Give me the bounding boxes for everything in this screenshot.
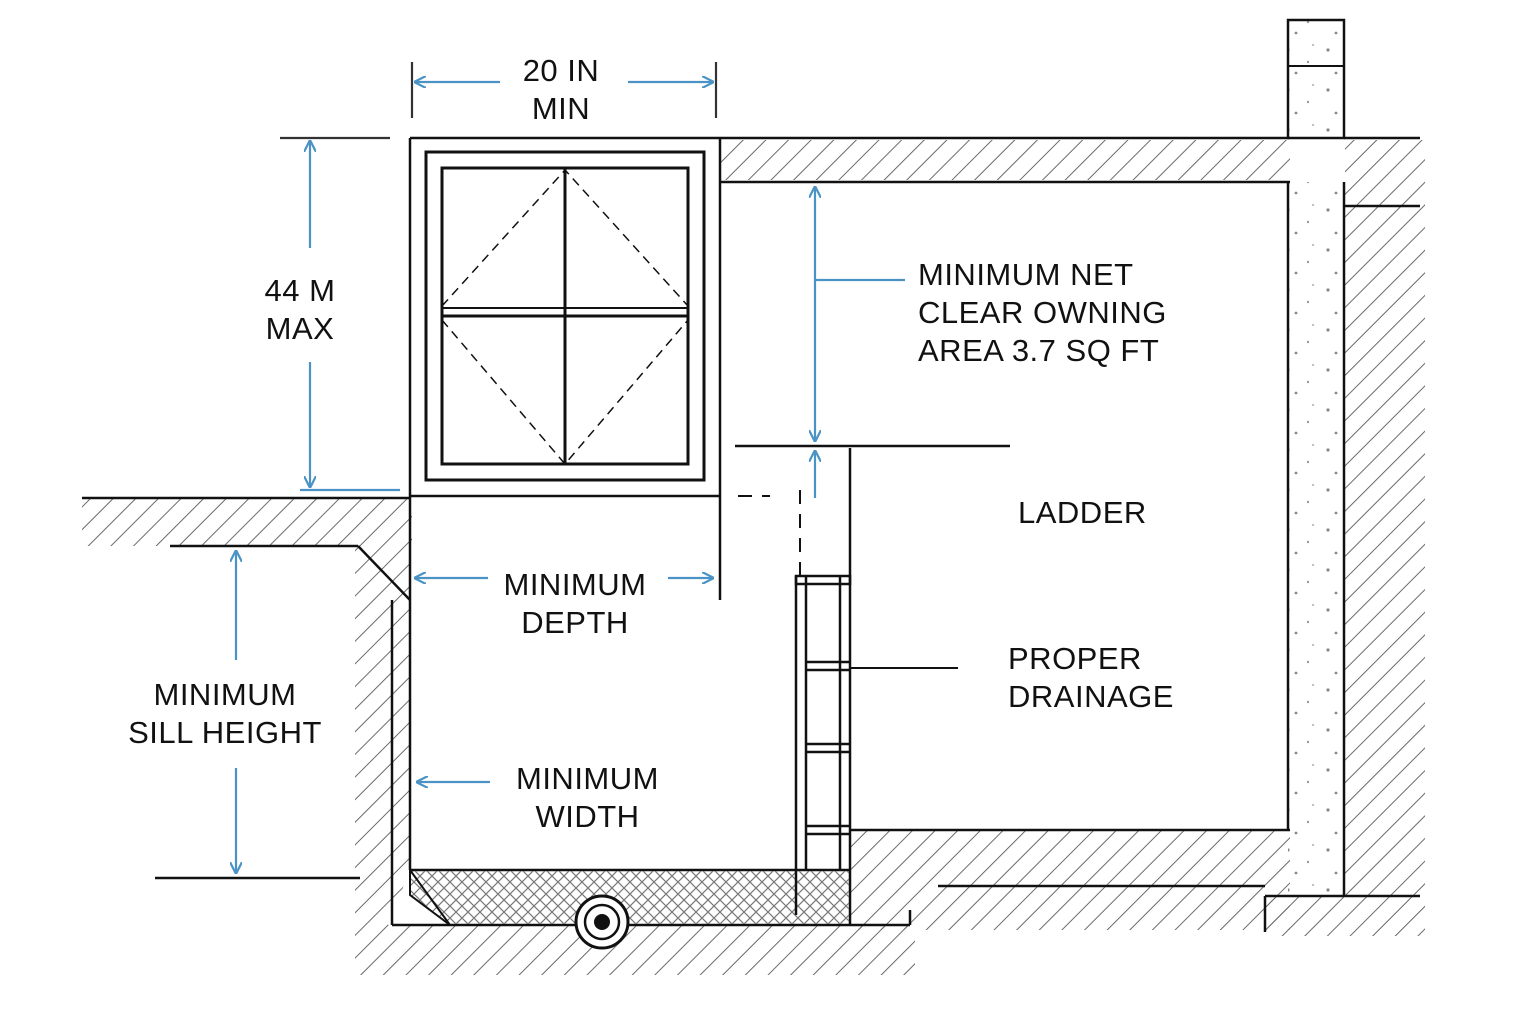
minimum-width-label: MINIMUM WIDTH [500, 760, 675, 836]
width-dimension-label: 20 IN MIN [496, 52, 626, 128]
concrete-wall [1286, 18, 1346, 896]
net-clear-line-3: AREA 3.7 SQ FT [918, 333, 1160, 368]
sill-height-line-2: SILL HEIGHT [128, 715, 322, 750]
dimension-arrows [236, 62, 905, 872]
net-clear-line-1: MINIMUM NET [918, 257, 1134, 292]
minimum-depth-label: MINIMUM DEPTH [490, 566, 660, 642]
proper-drainage-label: PROPER DRAINAGE [1008, 640, 1174, 716]
ladder [738, 490, 852, 915]
width-dimension-line-2: MIN [531, 91, 591, 126]
proper-drainage-line-2: DRAINAGE [1008, 679, 1174, 714]
drain-pipe-icon [574, 894, 630, 950]
minimum-depth-line-2: DEPTH [521, 605, 629, 640]
window-swing-lines [441, 168, 689, 466]
sill-height-label: MINIMUM SILL HEIGHT [120, 676, 330, 752]
minimum-width-line-2: WIDTH [535, 799, 640, 834]
width-dimension-line-1: 20 IN [522, 53, 600, 88]
gravel-bed [409, 869, 851, 926]
minimum-depth-line-1: MINIMUM [503, 567, 647, 602]
sill-height-line-1: MINIMUM [153, 677, 297, 712]
net-clear-line-2: CLEAR OWNING [918, 295, 1167, 330]
window [424, 150, 706, 482]
height-dimension-label: 44 M MAX [240, 272, 360, 348]
minimum-width-line-1: MINIMUM [516, 761, 659, 796]
earth-hatching [82, 140, 1425, 975]
height-dimension-line-1: 44 M [264, 273, 336, 308]
net-clear-opening-label: MINIMUM NET CLEAR OWNING AREA 3.7 SQ FT [918, 256, 1167, 370]
ladder-label: LADDER [1018, 495, 1147, 530]
proper-drainage-line-1: PROPER [1008, 641, 1142, 676]
height-dimension-line-2: MAX [265, 311, 335, 346]
